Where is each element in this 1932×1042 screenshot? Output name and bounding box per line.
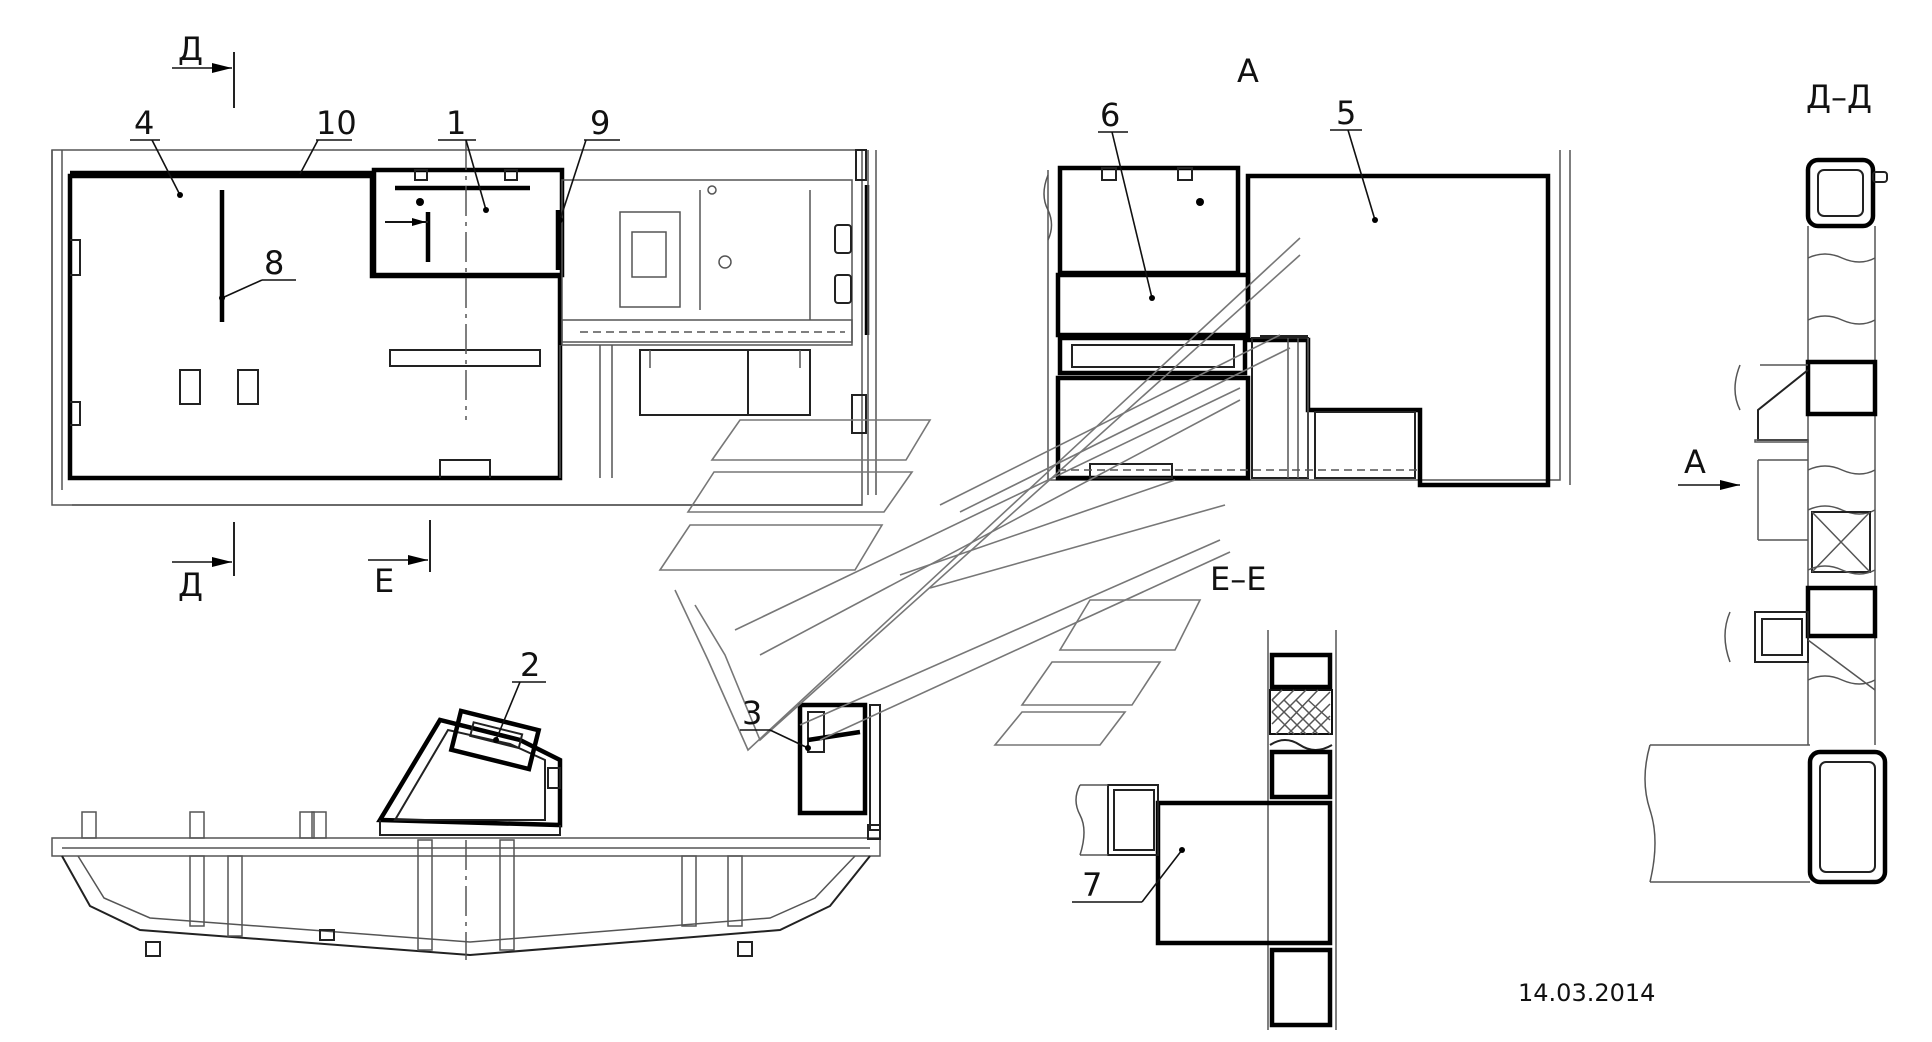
callout-7: 7 — [1082, 866, 1102, 904]
section-ee-title: Е–Е — [1210, 560, 1266, 598]
section-dd-title: Д–Д — [1806, 78, 1872, 116]
panel-item-5 — [1245, 173, 1551, 488]
view-a-title: А — [1237, 52, 1259, 90]
section-e-e: Е–Е — [1075, 560, 1337, 1030]
box-item-6 — [1055, 272, 1251, 338]
tilted-box-item-2 — [376, 717, 563, 828]
callout-3: 3 — [742, 694, 762, 732]
section-markers-plan: Д Д Е — [172, 30, 431, 604]
view-a-arrow-label: А — [1684, 443, 1706, 481]
plan-view — [51, 140, 877, 506]
callout-10: 10 — [316, 104, 357, 142]
callout-8: 8 — [264, 244, 284, 282]
callout-4: 4 — [134, 104, 154, 142]
callout-2: 2 — [520, 646, 540, 684]
callout-1: 1 — [446, 104, 466, 142]
dd-tube-top — [1805, 157, 1876, 229]
box-item-6-top — [1057, 165, 1241, 276]
callouts: 1 2 3 4 5 6 7 8 — [130, 94, 1378, 904]
drawing-date: 14.03.2014 — [1518, 979, 1655, 1007]
box-item-2-inner — [448, 708, 542, 772]
box-item-3 — [797, 702, 868, 816]
box-item-7 — [1155, 800, 1333, 946]
projection-outlines — [658, 237, 1301, 752]
section-d-bottom-label: Д — [178, 566, 203, 604]
dd-tube-bottom — [1807, 749, 1888, 885]
view-a: А — [1043, 52, 1571, 488]
plan-outer-frame — [51, 149, 863, 506]
section-d-d: А Д–Д — [1644, 78, 1888, 885]
callout-5: 5 — [1336, 94, 1356, 132]
front-view — [51, 702, 881, 960]
callout-6: 6 — [1100, 96, 1120, 134]
section-e-bottom-label: Е — [374, 562, 394, 600]
panel-item-4 — [67, 173, 563, 481]
section-d-top-label: Д — [178, 30, 203, 68]
callout-9: 9 — [590, 104, 610, 142]
